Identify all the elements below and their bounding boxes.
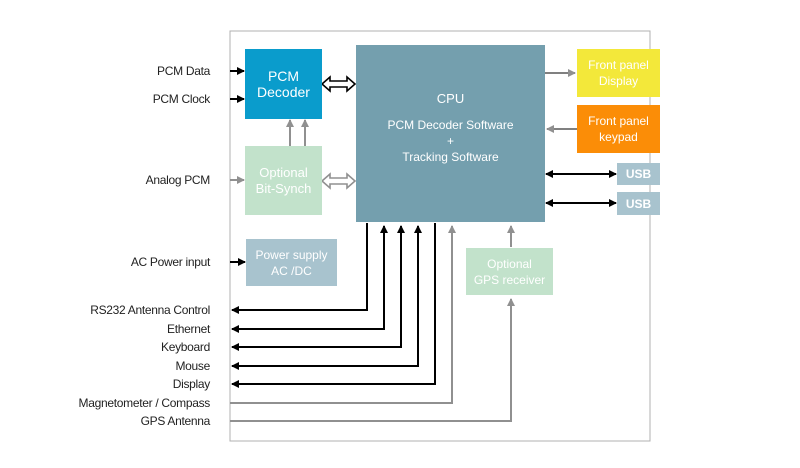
bit-synch-line2: Bit-Synch: [255, 180, 312, 196]
gps-receiver-line1: Optional: [487, 256, 532, 271]
mouse-wire: [231, 225, 422, 370]
label-magnetometer: Magnetometer / Compass: [78, 396, 211, 410]
usb-port-1: USB: [617, 163, 660, 185]
cpu-title: CPU: [436, 91, 465, 106]
cpu-line1: PCM Decoder Software: [387, 118, 514, 132]
enclosure-frame: [229, 30, 651, 442]
label-display: Display: [172, 377, 211, 391]
power-supply-line2: AC /DC: [271, 263, 312, 278]
magnetometer-wire: [230, 225, 456, 404]
label-rs232: RS232 Antenna Control: [90, 303, 210, 317]
gps-receiver-line2: GPS receiver: [473, 272, 546, 287]
label-ac-power: AC Power input: [130, 255, 210, 269]
label-pcm-clock: PCM Clock: [152, 92, 211, 106]
label-mouse: Mouse: [175, 359, 210, 373]
gps-antenna-wire: [230, 298, 515, 422]
pcm-decoder-line2: Decoder: [257, 84, 310, 100]
pcm-decoder-line1: PCM: [267, 68, 300, 84]
bitsynch-cpu-bus-arrow: [320, 172, 357, 190]
pcm-decoder-block: PCM Decoder: [245, 49, 322, 119]
decoder-cpu-bus-arrow: [320, 75, 357, 93]
label-keyboard: Keyboard: [161, 340, 210, 354]
front-display-line1: Front panel: [588, 58, 649, 72]
cpu-line3: Tracking Software: [402, 150, 499, 164]
usb-2-label: USB: [625, 196, 652, 211]
label-gps-antenna: GPS Antenna: [140, 414, 211, 428]
power-supply-block: Power supply AC /DC: [246, 239, 337, 286]
usb-1-label: USB: [625, 167, 652, 181]
front-panel-keypad-block: Front panel keypad: [577, 105, 660, 153]
gps-receiver-block: Optional GPS receiver: [466, 248, 553, 295]
bit-synch-line1: Optional: [259, 164, 308, 180]
bit-synch-block: Optional Bit-Synch: [245, 146, 322, 215]
label-ethernet: Ethernet: [167, 322, 210, 336]
front-keypad-line2: keypad: [599, 130, 638, 144]
label-analog-pcm: Analog PCM: [145, 173, 211, 187]
power-supply-line1: Power supply: [255, 247, 328, 262]
front-panel-display-block: Front panel Display: [577, 49, 660, 97]
usb-port-2: USB: [617, 192, 660, 215]
cpu-line2: +: [446, 134, 454, 148]
front-display-line2: Display: [598, 74, 639, 88]
label-pcm-data: PCM Data: [157, 64, 210, 78]
display-wire: [231, 223, 436, 388]
cpu-block: CPU PCM Decoder Software + Tracking Soft…: [356, 45, 545, 222]
front-keypad-line1: Front panel: [588, 114, 649, 128]
